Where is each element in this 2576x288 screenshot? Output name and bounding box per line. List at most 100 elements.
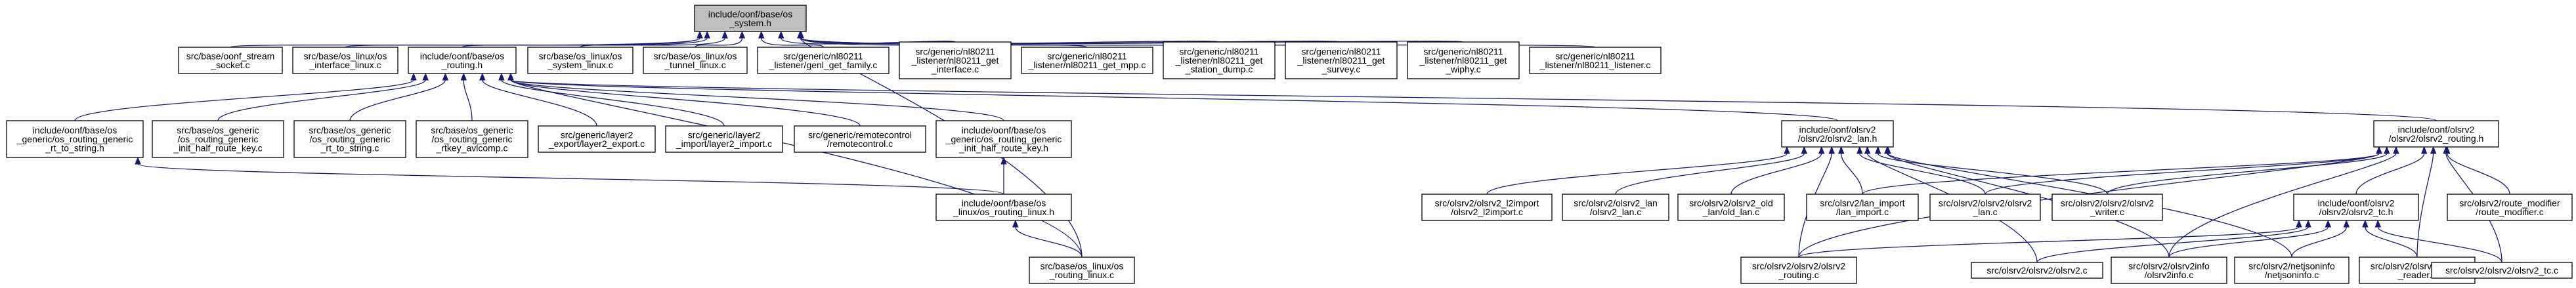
edge-system-linux-to-system-h [580, 30, 728, 48]
node-rg-init-half[interactable]: src/base/os_generic/os_routing_generic_i… [152, 120, 284, 158]
node-label-line: include/oonf/base/os [420, 51, 504, 61]
node-routing-h[interactable]: include/oonf/base/os_routing.h [408, 47, 517, 74]
node-lan-import[interactable]: src/olsrv2/lan_import/lan_import.c [1806, 194, 1919, 221]
edge-olsrv2-routing-c-to-olsrv2-lan-h [1798, 146, 1835, 258]
node-get-station[interactable]: src/generic/nl80211_listener/nl80211_get… [1163, 41, 1276, 79]
node-label-line: src/generic/layer2 [688, 129, 761, 140]
node-layer2-export[interactable]: src/generic/layer2_export/layer2_export.… [538, 125, 656, 153]
node-olsrv2-tc-c[interactable]: src/olsrv2/olsrv2/olsrv2_tc.c [2431, 262, 2573, 279]
edge-olsrv2-routing-c-to-olsrv2-routing-h [1798, 146, 2382, 258]
node-box [178, 47, 283, 74]
arrow-head-icon [1818, 146, 1825, 154]
node-stream-socket[interactable]: src/base/oonf_stream_socket.c [178, 47, 283, 74]
edge-line [510, 79, 1838, 121]
edge-line [2355, 153, 2425, 195]
node-label-line: /olsrv2_l2import.c [1451, 207, 1523, 217]
node-label-line: include/oonf/olsrv2 [2318, 197, 2395, 208]
node-label-line: /os_routing_generic [310, 134, 391, 144]
node-label-line: src/olsrv2/olsrv2_lan [1574, 197, 1658, 208]
edge-line [217, 79, 426, 121]
node-label-line: _reader.c [2397, 270, 2436, 280]
node-olsrv2-routing-c[interactable]: src/olsrv2/olsrv2/olsrv2_routing.c [1740, 257, 1857, 284]
node-label-line: _listener/nl80211_get_mpp.c [1028, 60, 1146, 70]
node-rg-string-c[interactable]: src/base/os_generic/os_routing_generic_r… [293, 120, 406, 158]
node-remotecontrol[interactable]: src/generic/remotecontrol/remotecontrol.… [794, 125, 926, 153]
node-box [2051, 194, 2163, 221]
arrow-head-icon [697, 30, 703, 39]
node-nl-listener[interactable]: src/generic/nl80211_listener/nl80211_lis… [1529, 47, 1662, 74]
edge-line [2447, 153, 2510, 195]
node-box [935, 194, 1072, 221]
node-layer2-import[interactable]: src/generic/layer2_import/layer2_import.… [665, 125, 783, 153]
node-box [1029, 257, 1135, 284]
edge-olsrv2-writer-to-olsrv2-lan-h [1874, 146, 2108, 195]
node-label-line: src/base/os_generic [309, 125, 391, 136]
node-route-modifier[interactable]: src/olsrv2/route_modifier/route_modifier… [2447, 194, 2573, 221]
arrow-head-icon [1857, 146, 1863, 154]
arrow-head-icon [507, 72, 514, 81]
node-label-line: src/base/oonf_stream [186, 51, 275, 61]
node-get-interface[interactable]: src/generic/nl80211_listener/nl80211_get… [899, 41, 1012, 79]
node-olsrv2-writer[interactable]: src/olsrv2/olsrv2/olsrv2_writer.c [2051, 194, 2163, 221]
node-box [408, 47, 517, 74]
arrow-head-icon [135, 156, 141, 165]
node-olsrv2-lan-h[interactable]: include/oonf/olsrv2/olsrv2/olsrv2_lan.h [1781, 120, 1894, 148]
node-l2import[interactable]: src/olsrv2/olsrv2_l2import/olsrv2_l2impo… [1421, 194, 1553, 221]
node-label-line: src/olsrv2/olsrv2/olsrv2 [2061, 197, 2155, 208]
node-iface-linux[interactable]: src/base/os_linux/os_interface_linux.c [292, 47, 398, 74]
node-system-linux[interactable]: src/base/os_linux/os_system_linux.c [527, 47, 633, 74]
edge-line [230, 37, 700, 48]
node-rg-string-h[interactable]: include/oonf/base/os_generic/os_routing_… [6, 120, 144, 158]
node-olsrv2-lan2[interactable]: src/olsrv2/olsrv2/olsrv2_lan.c [1929, 194, 2041, 221]
node-get-wiphy[interactable]: src/generic/nl80211_listener/nl80211_get… [1407, 41, 1520, 79]
node-label-line: _export/layer2_export.c [548, 138, 645, 149]
edge-line [501, 79, 725, 127]
node-rg-avlcomp[interactable]: src/base/os_generic/os_routing_generic_r… [416, 120, 528, 158]
edge-olsrv2info-to-olsrv2-tc-h [2168, 219, 2332, 258]
node-olsrv2-lan-c[interactable]: src/olsrv2/olsrv2_lan/olsrv2_lan.c [1562, 194, 1669, 221]
arrow-head-icon [2376, 146, 2382, 154]
edge-olsrv2-reader-to-olsrv2-routing-h [2416, 146, 2437, 258]
node-old-lan[interactable]: src/olsrv2/olsrv2_old_lan/old_lan.c [1677, 194, 1785, 221]
node-label-line: include/oonf/olsrv2 [2398, 124, 2475, 134]
node-box [935, 120, 1072, 158]
edge-rg-avlcomp-to-routing-h [460, 72, 473, 121]
node-olsrv2-tc-h[interactable]: include/oonf/olsrv2/olsrv2/olsrv2_tc.h [2293, 194, 2419, 221]
edge-line [695, 37, 743, 48]
node-label-line: _listener/nl80211_get [1297, 55, 1385, 66]
edge-olsrv2info-to-olsrv2-routing-h [2168, 146, 2399, 258]
node-box [1806, 194, 1919, 221]
node-olsrv2-routing-h[interactable]: include/oonf/olsrv2/olsrv2/olsrv2_routin… [2373, 120, 2499, 148]
node-get-survey[interactable]: src/generic/nl80211_listener/nl80211_get… [1285, 41, 1398, 79]
edge-olsrv2-lan2-to-olsrv2-routing-h [1985, 146, 2382, 195]
edge-line [1730, 153, 1822, 195]
arrow-head-icon [2305, 219, 2311, 228]
edge-olsrv2-lan2-to-olsrv2-lan-h [1857, 146, 1986, 195]
node-box [1421, 194, 1553, 221]
edge-olsrv2-c-to-olsrv2-tc-h [2036, 219, 2311, 263]
node-routing-linux-c[interactable]: src/base/os_linux/os_routing_linux.c [1029, 257, 1135, 284]
edge-line [2416, 153, 2434, 258]
node-label-line: src/olsrv2/netjsoninfo [2248, 260, 2335, 271]
node-label-line: _listener/nl80211_listener.c [1539, 60, 1651, 70]
node-label-line: include/oonf/base/os [962, 197, 1046, 208]
node-get-family[interactable]: src/generic/nl80211_listener/genl_get_fa… [757, 47, 890, 74]
arrow-head-icon [2420, 146, 2428, 154]
node-box [292, 47, 398, 74]
node-label-line: _init_half_route_key.c [173, 143, 262, 154]
node-system-h[interactable]: include/oonf/base/os_system.h [694, 5, 807, 32]
node-routing-linux-h[interactable]: include/oonf/base/os_linux/os_routing_li… [935, 194, 1072, 221]
node-olsrv2-c[interactable]: src/olsrv2/olsrv2/olsrv2.c [1971, 262, 2103, 279]
node-tunnel-linux[interactable]: src/base/os_linux/os_tunnel_linux.c [643, 47, 748, 74]
node-rg-init-half-h[interactable]: include/oonf/base/os_generic/os_routing_… [935, 120, 1072, 158]
node-label-line: _wiphy.c [1445, 64, 1480, 75]
node-label-line: src/base/os_linux/os [539, 51, 622, 61]
edge-line [1841, 153, 1863, 195]
edge-tunnel-linux-to-system-h [695, 30, 746, 48]
node-olsrv2info[interactable]: src/olsrv2/olsrv2info/olsrv2info.c [2111, 257, 2227, 284]
node-get-mpp[interactable]: src/generic/nl80211_listener/nl80211_get… [1021, 47, 1153, 74]
node-box [1740, 257, 1857, 284]
arrow-head-icon [2430, 146, 2437, 154]
node-netjsoninfo[interactable]: src/olsrv2/netjsoninfo/netjsoninfo.c [2234, 257, 2350, 284]
